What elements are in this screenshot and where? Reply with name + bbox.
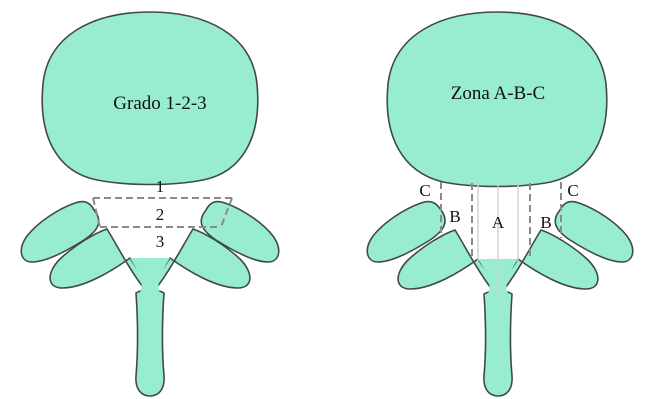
right-vertebra: Zona A-B-C C B A B C bbox=[367, 12, 632, 396]
zone-a-label: A bbox=[492, 213, 505, 232]
zone-c-right-label: C bbox=[567, 181, 578, 200]
left-spinous-process bbox=[136, 290, 164, 396]
grade-2-label: 2 bbox=[156, 205, 165, 224]
right-title: Zona A-B-C bbox=[451, 83, 545, 104]
grade-3-label: 3 bbox=[156, 232, 165, 251]
zone-b-right-label: B bbox=[540, 213, 551, 232]
grade-1-label: 1 bbox=[156, 177, 165, 196]
right-spinous-process bbox=[484, 291, 512, 396]
zone-c-left-label: C bbox=[419, 181, 430, 200]
zone-b-left-label: B bbox=[449, 207, 460, 226]
left-vertebra: Grado 1-2-3 1 2 3 bbox=[21, 12, 278, 396]
left-title: Grado 1-2-3 bbox=[113, 93, 206, 114]
